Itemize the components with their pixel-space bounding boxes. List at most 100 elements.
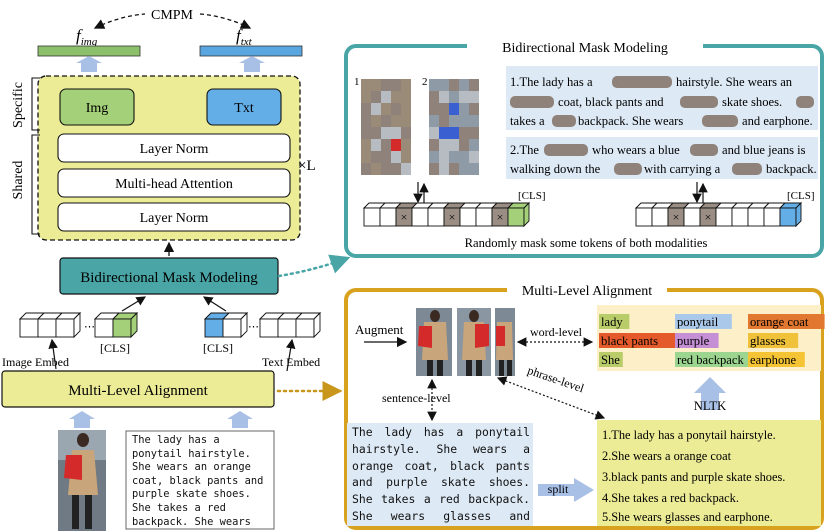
image-patch [371,151,381,163]
image-patch [381,139,391,151]
image-patch [429,127,439,139]
mask-glyph: × [705,210,712,224]
image-patch [469,79,479,91]
token [459,207,477,227]
phrase-level-arrow [496,376,606,420]
image-embed-label: Image Embed [2,355,69,369]
image-patch [401,115,411,127]
svg-text:with carrying a: with carrying a [644,162,721,176]
token [763,207,781,227]
phrase-item: 2.She wears a orange coat [602,449,732,463]
up-arrow-text-input [227,411,253,428]
caption-input-box [125,430,275,530]
token [427,207,445,227]
image-patch [459,115,469,127]
image-patch [371,91,381,103]
image-patch [459,91,469,103]
pedestrian-image-input [58,430,106,531]
masked-image-1 [361,79,411,175]
sentence-level-label: sentence-level [382,391,451,405]
cmpm-label: CMPM [151,8,194,23]
image-patch [429,79,439,91]
word-chip-label: glasses [750,334,786,348]
sentence-box [347,423,533,526]
img-box-label: Img [86,101,109,116]
image-patch [469,103,479,115]
svg-text:skate shoes.: skate shoes. [722,95,782,109]
image-patch [361,115,371,127]
svg-text:backpack. She wears: backpack. She wears [578,114,683,128]
image-patch [401,79,411,91]
phrase-level-label: phrase-level [526,363,587,396]
image-patch [371,139,381,151]
image-patch [439,103,449,115]
svg-text:who wears a blue: who wears a blue [592,143,680,157]
word-chip-label: lady [601,315,623,329]
word-chip [675,314,732,329]
image-patch [391,139,401,151]
token [651,207,669,227]
image-patch [459,127,469,139]
caption-input-fo: The lady has a ponytail hairstyle. She w… [132,434,263,530]
word-chip [675,352,759,367]
token [779,207,797,227]
image-patch [469,139,479,151]
image-patch [361,163,371,175]
bmm-cls-txt-label: [CLS] [787,190,815,202]
up-arrow-txt [239,56,265,72]
svg-text:coat, black pants and: coat, black pants and [558,95,664,109]
cls-txt-label: [CLS] [203,341,233,355]
shared-bracket [31,134,40,235]
image-patch [391,151,401,163]
token [411,207,429,227]
layer-norm-top-label: Layer Norm [140,142,209,157]
image-patch [381,91,391,103]
masked-text-1: 1.The lady has a hairstyle. She wears an… [510,75,814,128]
up-arrow-img [76,56,102,72]
word-chip [599,314,630,329]
image-patch [469,163,479,175]
swap-arrows-text [692,182,708,204]
phrase-item: 3.black pants and purple skate shoes. [602,470,785,484]
image-patch [459,139,469,151]
word-chip-label: orange coat [750,315,809,329]
mla-panel-title: Multi-Level Alignment [522,284,652,299]
mask-glyph: × [497,210,504,224]
cmpm-arc-left [93,13,146,29]
token-row-image: ××× [362,201,531,228]
augment-label: Augment [355,322,404,337]
image-patch [381,127,391,139]
image-patch [469,91,479,103]
svg-text:and blue jeans is: and blue jeans is [722,143,806,157]
image-patch [371,127,381,139]
image-patch [361,139,371,151]
bmm-cls-img-label: [CLS] [518,190,546,202]
image-patch [469,127,479,139]
image-patch [391,163,401,175]
split-label: split [548,482,569,496]
mask-glyph: × [449,210,456,224]
svg-text:and earphone.: and earphone. [742,114,813,128]
word-chip [599,333,676,348]
image-patch [439,79,449,91]
f-txt-label: ftxt [236,26,253,48]
bmm-title-bg [467,38,703,56]
f-img-bar [37,45,141,57]
image-patch [361,103,371,115]
image-patch [361,151,371,163]
token-side [523,201,530,228]
shared-label: Shared [11,161,26,200]
svg-text:takes a: takes a [510,114,545,128]
image-patch [429,91,439,103]
token [635,207,653,227]
image-patch [429,151,439,163]
masked-image-2 [429,79,479,175]
phrase-item: 5.She wears glasses and earphone. [602,510,773,524]
image-patch [459,151,469,163]
image-patch [449,139,459,151]
token [747,207,765,227]
image-patch [439,151,449,163]
arrow-img-embed-up [121,296,147,312]
image-patch [469,151,479,163]
